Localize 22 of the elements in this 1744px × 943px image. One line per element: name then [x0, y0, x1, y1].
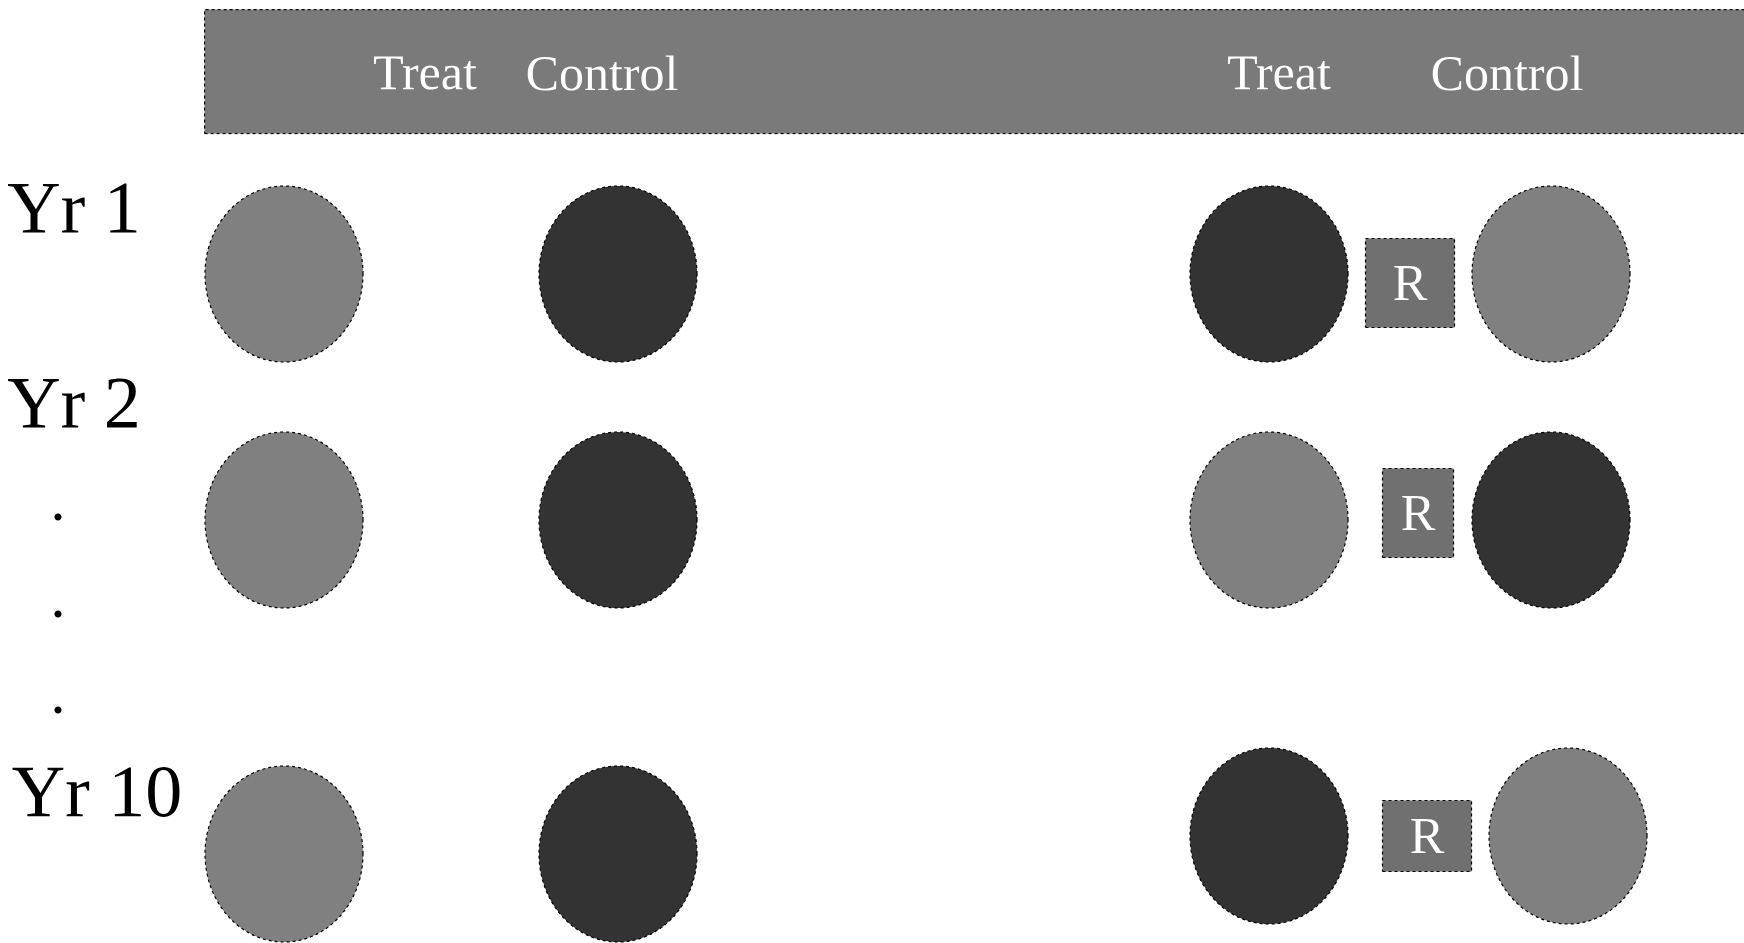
year-label: Yr 2 — [8, 378, 137, 428]
plot-circle — [204, 431, 364, 609]
plot-circle — [204, 185, 364, 363]
plot-circle — [1189, 185, 1349, 363]
plot-circle — [1471, 431, 1631, 609]
ellipsis-dot: . — [54, 513, 62, 521]
plot-circle — [1189, 431, 1349, 609]
ellipsis-dot: . — [54, 706, 62, 714]
year-label: Yr 10 — [12, 767, 180, 817]
randomization-box: R — [1381, 799, 1473, 873]
plot-circle — [204, 765, 364, 943]
header-band: Treat Control Treat Control — [204, 9, 1744, 135]
plot-circle — [1471, 185, 1631, 363]
plot-circle — [1488, 747, 1648, 925]
plot-circle — [1189, 747, 1349, 925]
plot-circle — [538, 185, 698, 363]
plot-circle — [538, 431, 698, 609]
plot-circle — [538, 765, 698, 943]
randomization-box: R — [1381, 467, 1455, 559]
randomization-box: R — [1364, 237, 1456, 329]
ellipsis-dot: . — [54, 610, 62, 618]
year-label: Yr 1 — [8, 183, 137, 233]
